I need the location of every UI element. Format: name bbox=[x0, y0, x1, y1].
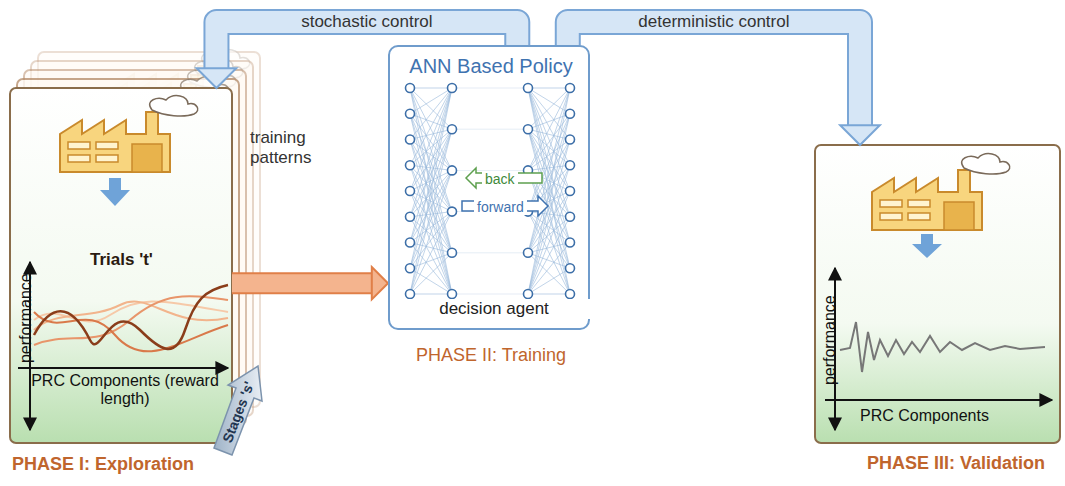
panel: PHASE I: ExplorationTrials 't'performanc… bbox=[10, 88, 232, 443]
flow-arrow bbox=[232, 267, 388, 299]
flow-arrow bbox=[568, 22, 880, 145]
arrow-label: forward bbox=[474, 199, 527, 215]
phase-title: PHASE II: Training bbox=[390, 345, 592, 366]
panel: PHASE III: ValidationperformancePRC Comp… bbox=[815, 145, 1060, 443]
box-title: ANN Based Policy bbox=[390, 55, 592, 78]
edge-label: training patterns bbox=[250, 128, 330, 167]
edge-label: stochastic control bbox=[297, 12, 436, 32]
axis-label: performance bbox=[821, 295, 839, 385]
phase-title: PHASE I: Exploration bbox=[12, 454, 194, 475]
panel: ANN Based Policybackforwarddecision agen… bbox=[388, 45, 590, 330]
agent-label: decision agent bbox=[390, 299, 598, 319]
edge-label: deterministic control bbox=[634, 12, 793, 32]
arrow-label: back bbox=[482, 171, 518, 187]
axis-label: performance bbox=[17, 273, 35, 363]
trials-label: Trials 't' bbox=[90, 250, 153, 270]
axis-label: PRC Components (reward length) bbox=[25, 372, 225, 409]
direction-arrow bbox=[466, 168, 542, 188]
axis-label: PRC Components bbox=[860, 407, 989, 425]
phase-title: PHASE III: Validation bbox=[867, 453, 1045, 474]
direction-arrow bbox=[462, 196, 548, 216]
